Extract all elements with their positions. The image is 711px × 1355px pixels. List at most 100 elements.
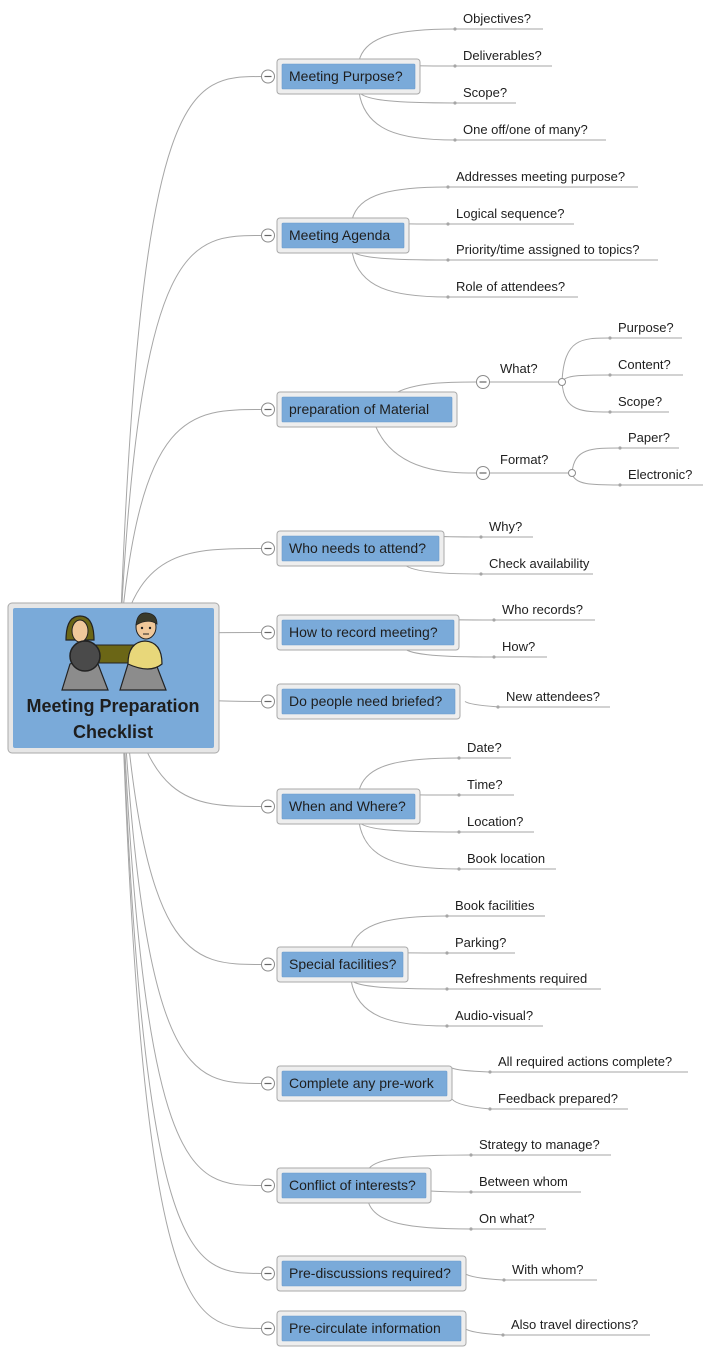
leaf-date[interactable]: Date? bbox=[467, 740, 502, 755]
leaf-parking[interactable]: Parking? bbox=[455, 935, 506, 950]
branch-pre-circulate-information-connector bbox=[119, 639, 263, 1329]
leaf-all-required-actions-complete[interactable]: All required actions complete? bbox=[498, 1054, 672, 1069]
leaf-what-purpose[interactable]: Purpose? bbox=[618, 320, 674, 335]
branch-special-facilities-collapse-button[interactable] bbox=[261, 957, 275, 972]
subtopic-what[interactable]: What? bbox=[500, 361, 538, 376]
branch-complete-any-pre-work-collapse-button[interactable] bbox=[261, 1076, 275, 1091]
subtopic-format[interactable]: Format? bbox=[500, 452, 548, 467]
branch-meeting-agenda-label: Meeting Agenda bbox=[289, 227, 390, 243]
leaf-new-attendees[interactable]: New attendees? bbox=[506, 689, 600, 704]
leaf-with-whom-connector bbox=[464, 1273, 505, 1281]
leaf-feedback-prepared-connector bbox=[451, 1098, 491, 1110]
leaf-book-facilities[interactable]: Book facilities bbox=[455, 898, 535, 913]
leaf-audio-visual-connector bbox=[350, 979, 448, 1027]
branch-do-people-need-briefed-collapse-button[interactable] bbox=[261, 694, 275, 709]
leaf-strategy-to-manage[interactable]: Strategy to manage? bbox=[479, 1137, 600, 1152]
branch-preparation-of-material[interactable]: preparation of Material bbox=[276, 391, 458, 428]
leaf-format-paper-connector bbox=[571, 447, 621, 474]
leaf-book-location[interactable]: Book location bbox=[467, 851, 545, 866]
leaf-on-what[interactable]: On what? bbox=[479, 1211, 535, 1226]
leaf-priority-time-assigned-to-topics[interactable]: Priority/time assigned to topics? bbox=[456, 242, 640, 257]
branch-meeting-purpose-connector bbox=[119, 76, 263, 641]
leaf-addresses-meeting-purpose-dot bbox=[446, 185, 450, 189]
leaf-between-whom[interactable]: Between whom bbox=[479, 1174, 568, 1189]
leaf-refreshments-required[interactable]: Refreshments required bbox=[455, 971, 587, 986]
leaf-date-connector bbox=[358, 757, 460, 792]
subtopic-format-connector bbox=[374, 424, 477, 474]
leaf-who-records[interactable]: Who records? bbox=[502, 602, 583, 617]
branch-conflict-of-interests[interactable]: Conflict of interests? bbox=[276, 1167, 432, 1204]
leaf-logical-sequence[interactable]: Logical sequence? bbox=[456, 206, 564, 221]
branch-special-facilities[interactable]: Special facilities? bbox=[276, 946, 409, 983]
branch-how-to-record-meeting[interactable]: How to record meeting? bbox=[276, 614, 460, 651]
leaf-objectives-dot bbox=[453, 27, 457, 31]
central-topic[interactable]: Meeting Preparation Checklist bbox=[7, 602, 220, 754]
branch-complete-any-pre-work-connector bbox=[119, 639, 263, 1084]
branch-meeting-agenda-collapse-button[interactable] bbox=[261, 228, 275, 243]
branch-pre-discussions-required-collapse-button[interactable] bbox=[261, 1266, 275, 1281]
leaf-what-scope[interactable]: Scope? bbox=[618, 394, 662, 409]
branch-preparation-of-material-label: preparation of Material bbox=[289, 401, 429, 417]
leaf-how[interactable]: How? bbox=[502, 639, 535, 654]
leaf-scope-connector bbox=[358, 91, 456, 104]
branch-who-needs-to-attend-collapse-button[interactable] bbox=[261, 541, 275, 556]
leaf-why[interactable]: Why? bbox=[489, 519, 522, 534]
leaf-format-electronic-dot bbox=[618, 483, 622, 487]
leaf-why-dot bbox=[479, 535, 483, 539]
branch-preparation-of-material-connector bbox=[119, 409, 263, 641]
leaf-also-travel-directions[interactable]: Also travel directions? bbox=[511, 1317, 638, 1332]
branch-when-and-where-collapse-button[interactable] bbox=[261, 799, 275, 814]
branch-meeting-agenda-connector bbox=[119, 235, 263, 641]
leaf-scope[interactable]: Scope? bbox=[463, 85, 507, 100]
branch-who-needs-to-attend[interactable]: Who needs to attend? bbox=[276, 530, 445, 567]
leaf-role-of-attendees[interactable]: Role of attendees? bbox=[456, 279, 565, 294]
branch-do-people-need-briefed[interactable]: Do people need briefed? bbox=[276, 683, 461, 720]
branch-pre-circulate-information[interactable]: Pre-circulate information bbox=[276, 1310, 467, 1347]
leaf-feedback-prepared[interactable]: Feedback prepared? bbox=[498, 1091, 618, 1106]
leaf-role-of-attendees-dot bbox=[446, 295, 450, 299]
leaf-book-location-connector bbox=[358, 821, 460, 870]
leaf-time[interactable]: Time? bbox=[467, 777, 503, 792]
branch-conflict-of-interests-collapse-button[interactable] bbox=[261, 1178, 275, 1193]
branch-how-to-record-meeting-collapse-button[interactable] bbox=[261, 625, 275, 640]
branch-complete-any-pre-work[interactable]: Complete any pre-work bbox=[276, 1065, 453, 1102]
leaf-what-content[interactable]: Content? bbox=[618, 357, 671, 372]
branch-pre-discussions-required[interactable]: Pre-discussions required? bbox=[276, 1255, 467, 1292]
branch-pre-circulate-information-collapse-button[interactable] bbox=[261, 1321, 275, 1336]
leaf-all-required-actions-complete-dot bbox=[488, 1070, 492, 1074]
leaf-location[interactable]: Location? bbox=[467, 814, 523, 829]
leaf-one-off-one-of-many[interactable]: One off/one of many? bbox=[463, 122, 588, 137]
leaf-format-paper[interactable]: Paper? bbox=[628, 430, 670, 445]
branch-meeting-purpose[interactable]: Meeting Purpose? bbox=[276, 58, 421, 95]
leaf-also-travel-directions-dot bbox=[501, 1333, 505, 1337]
branch-do-people-need-briefed-label: Do people need briefed? bbox=[289, 693, 443, 709]
leaf-audio-visual-dot bbox=[445, 1024, 449, 1028]
leaf-format-electronic[interactable]: Electronic? bbox=[628, 467, 692, 482]
branch-preparation-of-material-collapse-button[interactable] bbox=[261, 402, 275, 417]
branch-who-needs-to-attend-label: Who needs to attend? bbox=[289, 540, 426, 556]
leaf-location-dot bbox=[457, 830, 461, 834]
leaf-book-facilities-dot bbox=[445, 914, 449, 918]
branch-when-and-where[interactable]: When and Where? bbox=[276, 788, 421, 825]
leaf-book-facilities-connector bbox=[350, 915, 448, 950]
leaf-deliverables[interactable]: Deliverables? bbox=[463, 48, 542, 63]
leaf-objectives[interactable]: Objectives? bbox=[463, 11, 531, 26]
branch-meeting-purpose-label: Meeting Purpose? bbox=[289, 68, 403, 84]
leaf-deliverables-dot bbox=[453, 64, 457, 68]
leaf-one-off-one-of-many-dot bbox=[453, 138, 457, 142]
leaf-addresses-meeting-purpose[interactable]: Addresses meeting purpose? bbox=[456, 169, 625, 184]
leaf-audio-visual[interactable]: Audio-visual? bbox=[455, 1008, 533, 1023]
branch-meeting-agenda[interactable]: Meeting Agenda bbox=[276, 217, 410, 254]
subtopic-what-collapse-button[interactable] bbox=[476, 375, 490, 389]
subtopic-format-collapse-button[interactable] bbox=[476, 466, 490, 480]
leaf-with-whom[interactable]: With whom? bbox=[512, 1262, 584, 1277]
leaf-scope-dot bbox=[453, 101, 457, 105]
central-title-line-2: Checklist bbox=[73, 722, 153, 742]
branch-meeting-purpose-collapse-button[interactable] bbox=[261, 69, 275, 84]
leaf-on-what-connector bbox=[367, 1200, 472, 1230]
leaf-strategy-to-manage-connector bbox=[367, 1154, 472, 1171]
central-title-line-1: Meeting Preparation bbox=[26, 696, 199, 716]
leaf-check-availability[interactable]: Check availability bbox=[489, 556, 590, 571]
leaf-check-availability-dot bbox=[479, 572, 483, 576]
